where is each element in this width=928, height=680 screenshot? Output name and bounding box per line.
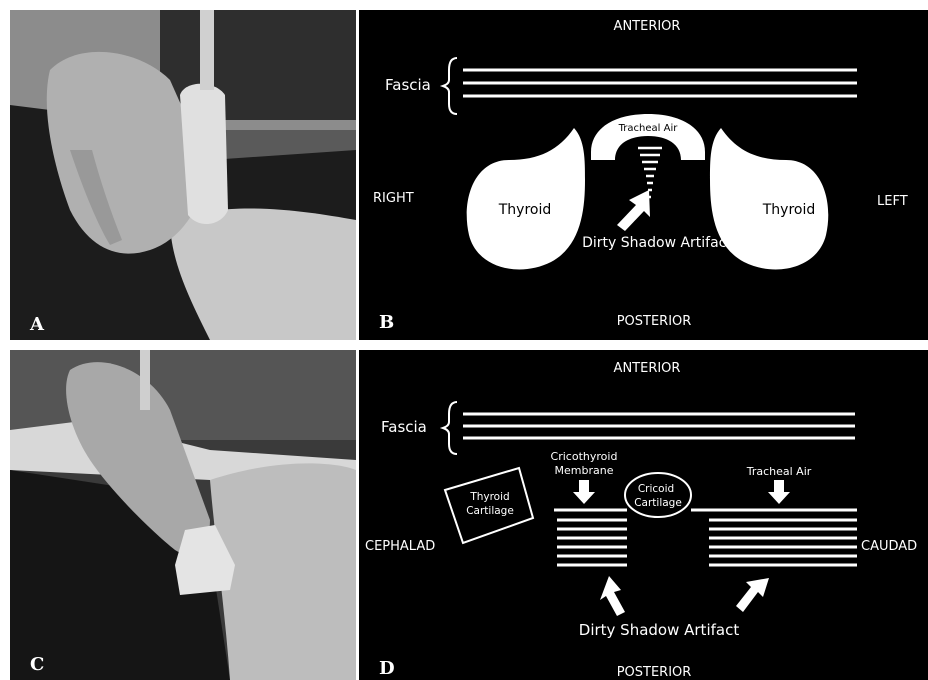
posterior-label: POSTERIOR xyxy=(617,314,692,329)
transverse-schematic: ANTERIOR Fascia Tracheal Air Thyroid Thy… xyxy=(359,10,928,340)
photo-panel-a: A xyxy=(10,10,356,340)
artifact-label: Dirty Shadow Artifact xyxy=(579,621,740,639)
photo-longitudinal-probe: C xyxy=(10,350,356,680)
cricoid-label-line2: Cartilage xyxy=(634,497,682,509)
caudad-label: CAUDAD xyxy=(861,539,917,554)
cricothyroid-label-line1: Cricothyroid xyxy=(551,450,618,463)
fascia-label: Fascia xyxy=(381,418,427,436)
thyroid-right-label: Thyroid xyxy=(498,202,552,218)
fascia-label: Fascia xyxy=(385,76,431,94)
anterior-label: ANTERIOR xyxy=(614,19,681,34)
cricothyroid-label-line2: Membrane xyxy=(555,464,614,477)
panel-letter-c: C xyxy=(30,654,44,675)
posterior-label: POSTERIOR xyxy=(617,665,692,680)
panel-letter-a: A xyxy=(29,314,45,335)
anterior-label: ANTERIOR xyxy=(614,361,681,376)
cricoid-label-line1: Cricoid xyxy=(638,483,674,495)
thyroid-cartilage-label-line2: Cartilage xyxy=(466,505,514,517)
thyroid-cartilage-label-line1: Thyroid xyxy=(469,491,509,503)
panel-letter-d: D xyxy=(379,658,395,679)
tracheal-air-label: Tracheal Air xyxy=(618,123,679,134)
diagram-panel-d: ANTERIOR Fascia Cricothyroid Membrane Tr… xyxy=(359,350,928,680)
photo-transverse-probe: A xyxy=(10,10,356,340)
tracheal-air-label: Tracheal Air xyxy=(746,465,812,478)
photo-panel-c: C xyxy=(10,350,356,680)
diagram-panel-b: ANTERIOR Fascia Tracheal Air Thyroid Thy… xyxy=(359,10,928,340)
longitudinal-schematic: ANTERIOR Fascia Cricothyroid Membrane Tr… xyxy=(359,350,928,680)
panel-letter-b: B xyxy=(379,312,394,333)
thyroid-left-label: Thyroid xyxy=(762,202,816,218)
left-label: LEFT xyxy=(877,194,908,209)
right-label: RIGHT xyxy=(373,191,414,206)
cephalad-label: CEPHALAD xyxy=(365,539,435,554)
artifact-label: Dirty Shadow Artifact xyxy=(582,235,732,251)
